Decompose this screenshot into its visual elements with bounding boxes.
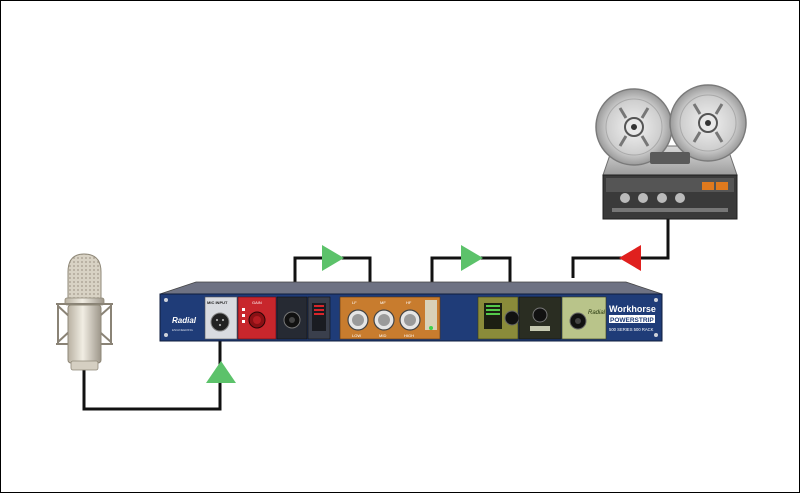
slot-compressor	[477, 296, 562, 340]
compressor-ratio-knob	[532, 307, 548, 323]
rack-screws	[164, 298, 658, 337]
mic-body	[67, 304, 102, 364]
rack-top	[159, 281, 663, 295]
slot-output: Radial	[561, 296, 607, 340]
triangle-right-icon	[322, 245, 344, 271]
eq-led-icon	[429, 326, 433, 330]
slot-preamp: GAIN	[237, 296, 331, 340]
microphone	[56, 253, 113, 371]
preamp-meter	[312, 303, 326, 331]
workhorse-sub: POWERSTRIP	[610, 317, 654, 324]
arrows	[206, 245, 641, 383]
eq-band-mid-label: MF	[380, 300, 386, 305]
rack-brand-label: Radial	[172, 316, 197, 325]
eq-knobs	[347, 309, 421, 331]
triangle-left-icon	[619, 245, 641, 271]
eq-knob-low-label: LOW	[352, 333, 361, 338]
workhorse-series: 500 SERIES 500 RACK	[609, 327, 654, 332]
tape-recorder	[595, 84, 747, 220]
slot-equalizer: LF MF HF LOW MID HIGH	[339, 296, 441, 340]
tape-head-block	[650, 152, 690, 164]
workhorse-label: Workhorse POWERSTRIP 500 SERIES 500 RACK	[609, 304, 656, 332]
eq-knob-high-label: HIGH	[404, 333, 414, 338]
workhorse-title: Workhorse	[609, 304, 656, 314]
compressor-knob	[504, 310, 520, 326]
mic-base	[70, 360, 99, 371]
rack-unit: Radial ENGINEERING MIC INPUT GAIN LF	[159, 281, 663, 342]
eq-band-high-label: HF	[406, 300, 412, 305]
tape-controls	[612, 182, 728, 212]
right-reel	[669, 84, 747, 162]
xlr-input-icon	[210, 312, 230, 332]
eq-knob-mid-label: MID	[379, 333, 386, 338]
mic-input-label: MIC INPUT	[207, 300, 228, 305]
preamp-gain-label: GAIN	[252, 300, 262, 305]
triangle-up-icon	[206, 361, 236, 383]
eq-band-low-label: LF	[352, 300, 357, 305]
triangle-right-icon	[461, 245, 483, 271]
rack-brand-sub: ENGINEERING	[172, 328, 194, 332]
slot-mic-input: MIC INPUT	[204, 296, 238, 340]
output-brand-label: Radial	[588, 310, 606, 316]
mic-grille	[67, 253, 102, 301]
